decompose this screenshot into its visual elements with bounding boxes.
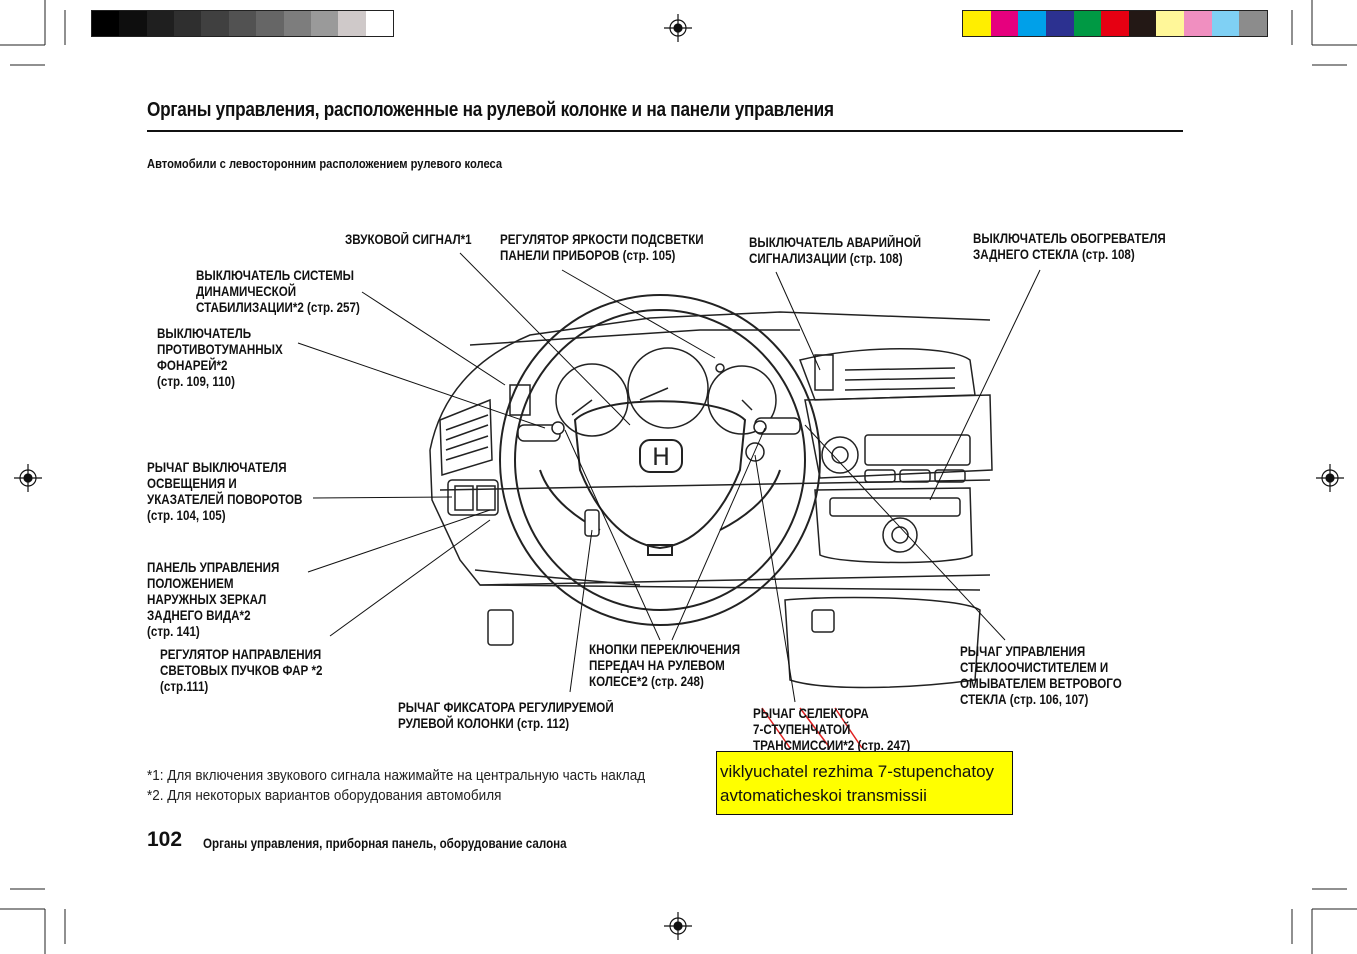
color-strip xyxy=(962,10,1268,37)
color-swatch xyxy=(119,11,148,36)
svg-text:H: H xyxy=(652,443,670,471)
label-line: ВЫКЛЮЧАТЕЛЬ СИСТЕМЫ xyxy=(196,268,355,283)
label-line: РУЛЕВОЙ КОЛОНКИ (стр. 112) xyxy=(398,716,570,731)
label-line: СИГНАЛИЗАЦИИ (стр. 108) xyxy=(749,251,903,266)
label-line: 7-СТУПЕНЧАТОЙ xyxy=(753,722,851,737)
stalks xyxy=(517,417,801,537)
color-swatch xyxy=(256,11,285,36)
color-swatch xyxy=(963,11,992,36)
label-wipers: РЫЧАГ УПРАВЛЕНИЯ СТЕКЛООЧИСТИТЕЛЕМ И ОМЫ… xyxy=(960,644,1122,708)
label-line: ЗАДНЕГО ВИДА*2 xyxy=(147,608,251,623)
annotation-note: viklyuchatel rezhima 7-stupenchatoy avto… xyxy=(716,751,1013,815)
color-swatch xyxy=(146,11,175,36)
label-line: СТЕКЛООЧИСТИТЕЛЕМ И xyxy=(960,660,1109,675)
color-swatch xyxy=(1018,11,1047,36)
color-swatch xyxy=(92,11,120,36)
label-line: ЗАДНЕГО СТЕКЛА (стр. 108) xyxy=(973,247,1135,262)
label-line: ПЕРЕДАЧ НА РУЛЕВОМ xyxy=(589,658,725,673)
label-line: ФОНАРЕЙ*2 xyxy=(157,358,228,373)
color-swatch xyxy=(1239,11,1268,36)
color-swatch xyxy=(1211,11,1240,36)
label-line: ПАНЕЛЬ УПРАВЛЕНИЯ xyxy=(147,560,280,575)
label-line: ПРОТИВОТУМАННЫХ xyxy=(157,342,283,357)
label-line: ОМЫВАТЕЛЕМ ВЕТРОВОГО xyxy=(960,676,1122,691)
leader-lines xyxy=(297,252,1041,703)
color-swatch xyxy=(365,11,394,36)
label-line: ТРАНСМИССИИ*2 (стр. 247) xyxy=(753,738,911,753)
registration-marks xyxy=(14,14,1344,940)
color-swatch xyxy=(1101,11,1130,36)
label-line: УКАЗАТЕЛЕЙ ПОВОРОТОВ xyxy=(147,492,303,507)
label-defroster: ВЫКЛЮЧАТЕЛЬ ОБОГРЕВАТЕЛЯ ЗАДНЕГО СТЕКЛА … xyxy=(973,231,1166,263)
label-lights: РЫЧАГ ВЫКЛЮЧАТЕЛЯ ОСВЕЩЕНИЯ И УКАЗАТЕЛЕЙ… xyxy=(147,460,302,524)
label-paddles: КНОПКИ ПЕРЕКЛЮЧЕНИЯ ПЕРЕДАЧ НА РУЛЕВОМ К… xyxy=(589,642,740,690)
label-line: РЫЧАГ ФИКСАТОРА РЕГУЛИРУЕМОЙ xyxy=(398,700,614,715)
label-mirrors: ПАНЕЛЬ УПРАВЛЕНИЯ ПОЛОЖЕНИЕМ НАРУЖНЫХ ЗЕ… xyxy=(147,560,279,640)
color-swatch xyxy=(228,11,257,36)
label-line: (стр.111) xyxy=(160,679,209,694)
color-swatch xyxy=(174,11,202,36)
instrument-gauges xyxy=(555,347,777,437)
label-line: РЫЧАГ ВЫКЛЮЧАТЕЛЯ xyxy=(147,460,287,475)
label-line: КОЛЕСЕ*2 (стр. 248) xyxy=(589,674,704,689)
section-title: Органы управления, приборная панель, обо… xyxy=(203,836,567,851)
label-line: РЫЧАГ УПРАВЛЕНИЯ xyxy=(960,644,1086,659)
label-line: ВЫКЛЮЧАТЕЛЬ ОБОГРЕВАТЕЛЯ xyxy=(973,231,1166,246)
color-swatch xyxy=(201,11,230,36)
label-hazard: ВЫКЛЮЧАТЕЛЬ АВАРИЙНОЙ СИГНАЛИЗАЦИИ (стр.… xyxy=(749,235,921,267)
color-swatch xyxy=(338,11,367,36)
label-line: РЕГУЛЯТОР НАПРАВЛЕНИЯ xyxy=(160,647,322,662)
color-swatch xyxy=(1045,11,1075,36)
color-swatch xyxy=(310,11,339,36)
footnote-2: *2. Для некоторых вариантов оборудования… xyxy=(147,787,502,804)
dashboard-outline xyxy=(429,311,993,689)
title-rule xyxy=(147,130,1183,132)
steering-wheel: H xyxy=(499,294,821,626)
page-title: Органы управления, расположенные на руле… xyxy=(147,99,834,121)
label-line: (стр. 141) xyxy=(147,624,200,639)
label-line: ОСВЕЩЕНИЯ И xyxy=(147,476,237,491)
label-fog: ВЫКЛЮЧАТЕЛЬ ПРОТИВОТУМАННЫХ ФОНАРЕЙ*2 (с… xyxy=(157,326,283,390)
label-line: (стр. 109, 110) xyxy=(157,374,235,389)
label-stability: ВЫКЛЮЧАТЕЛЬ СИСТЕМЫ ДИНАМИЧЕСКОЙ СТАБИЛИ… xyxy=(196,268,360,316)
label-selector: РЫЧАГ СЕЛЕКТОРА 7-СТУПЕНЧАТОЙ ТРАНСМИССИ… xyxy=(753,706,910,754)
color-swatch xyxy=(1184,11,1213,36)
footnote-1: *1: Для включения звукового сигнала нажи… xyxy=(147,767,646,784)
label-line: РЕГУЛЯТОР ЯРКОСТИ ПОДСВЕТКИ xyxy=(500,232,704,247)
label-horn: ЗВУКОВОЙ СИГНАЛ*1 xyxy=(345,232,472,248)
page-number: 102 xyxy=(147,828,183,851)
color-swatch xyxy=(1156,11,1185,36)
color-swatch xyxy=(1073,11,1102,36)
label-line: СВЕТОВЫХ ПУЧКОВ ФАР *2 xyxy=(160,663,323,678)
label-line: ПОЛОЖЕНИЕМ xyxy=(147,576,234,591)
label-brightness: РЕГУЛЯТОР ЯРКОСТИ ПОДСВЕТКИ ПАНЕЛИ ПРИБО… xyxy=(500,232,704,264)
label-headlight-aim: РЕГУЛЯТОР НАПРАВЛЕНИЯ СВЕТОВЫХ ПУЧКОВ ФА… xyxy=(160,647,322,695)
label-line: ПАНЕЛИ ПРИБОРОВ (стр. 105) xyxy=(500,248,676,263)
label-tilt: РЫЧАГ ФИКСАТОРА РЕГУЛИРУЕМОЙ РУЛЕВОЙ КОЛ… xyxy=(398,700,614,732)
label-line: ДИНАМИЧЕСКОЙ xyxy=(196,284,297,299)
label-line: СТАБИЛИЗАЦИИ*2 (стр. 257) xyxy=(196,300,360,315)
strike-marks xyxy=(761,707,863,749)
label-horn-line: ЗВУКОВОЙ СИГНАЛ*1 xyxy=(345,232,472,247)
color-swatch xyxy=(283,11,312,36)
label-line: ВЫКЛЮЧАТЕЛЬ АВАРИЙНОЙ xyxy=(749,235,922,250)
label-line: СТЕКЛА (стр. 106, 107) xyxy=(960,692,1089,707)
label-line: КНОПКИ ПЕРЕКЛЮЧЕНИЯ xyxy=(589,642,741,657)
label-line: ВЫКЛЮЧАТЕЛЬ xyxy=(157,326,252,341)
color-swatch xyxy=(1128,11,1157,36)
label-line: НАРУЖНЫХ ЗЕРКАЛ xyxy=(147,592,267,607)
label-line: РЫЧАГ СЕЛЕКТОРА xyxy=(753,706,869,721)
label-line: (стр. 104, 105) xyxy=(147,508,226,523)
grayscale-strip xyxy=(91,10,394,37)
color-swatch xyxy=(990,11,1019,36)
page-subtitle: Автомобили с левосторонним расположением… xyxy=(147,156,503,171)
